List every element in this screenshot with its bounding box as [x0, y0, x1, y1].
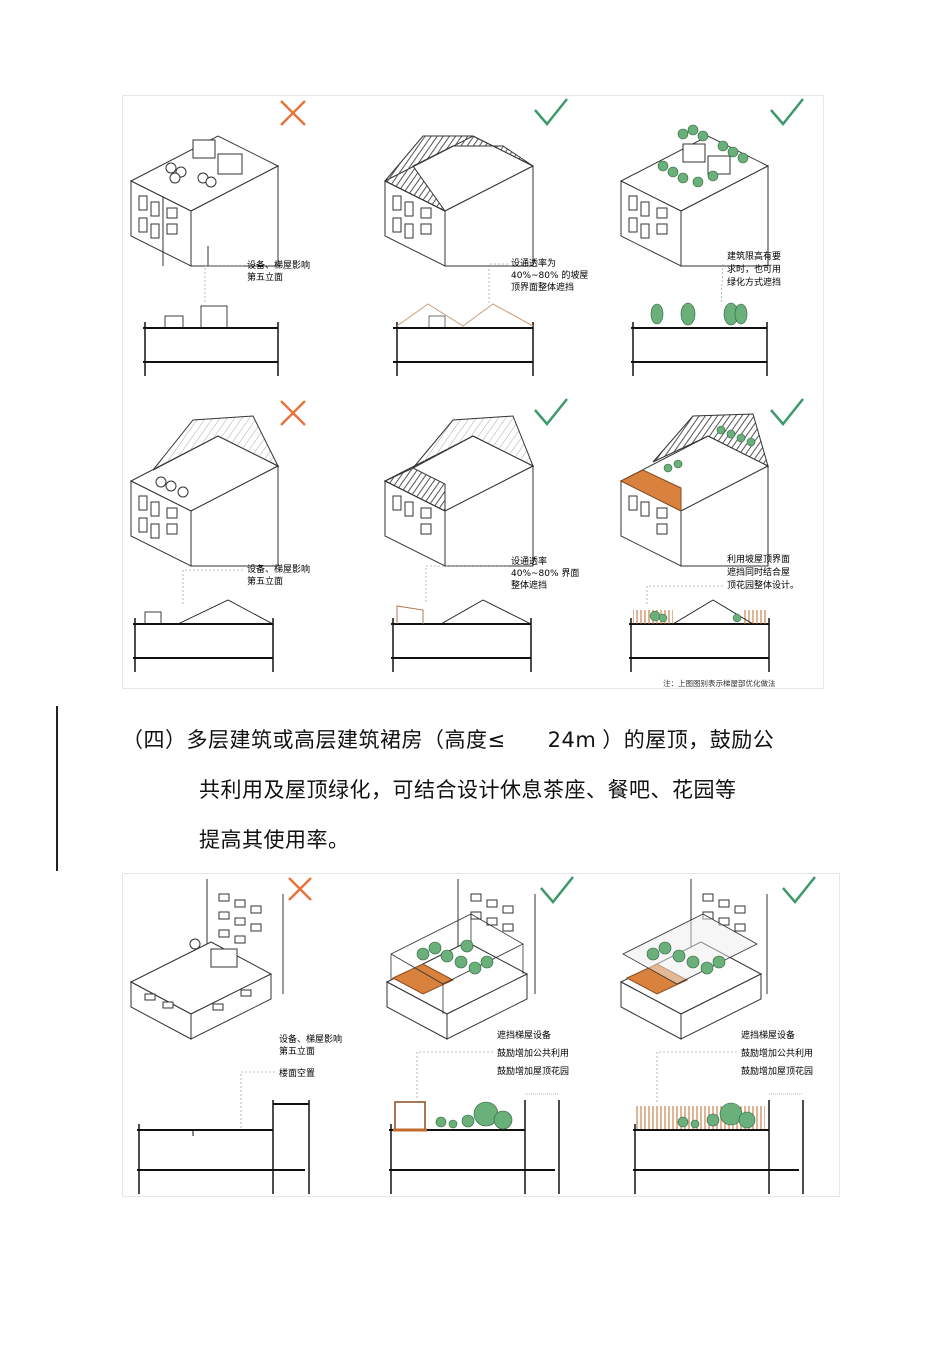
- caption-r2c2-line2: 40%~80% 界面: [511, 568, 579, 579]
- building-pitched-garden: [619, 413, 770, 567]
- caption-r1c3-line1: 建筑限高有要: [727, 250, 781, 262]
- section-pergola-garden: [389, 1093, 560, 1194]
- figure-2-svg: 设备、梯屋影响 第五立面 楼面空置 遮挡梯屋设备 鼓励增加公共利用 鼓励增加: [129, 876, 816, 1194]
- section-pitched-screen: [393, 303, 534, 376]
- section-garden-trees: [649, 610, 742, 623]
- caption-c3-line3: 鼓励增加屋顶花园: [741, 1065, 813, 1077]
- building-plain-equipment: [129, 135, 280, 267]
- caption-r2c2-line1: 设通透率: [511, 555, 547, 567]
- cross-icon: [288, 877, 312, 901]
- check-icon: [534, 398, 568, 426]
- building-pitched-equipment: [129, 415, 280, 567]
- caption-c1-line2: 第五立面: [279, 1045, 315, 1057]
- section-green-roof: [631, 322, 768, 376]
- caption-c2-line2: 鼓励增加公共利用: [497, 1047, 569, 1059]
- caption-c2-line1: 遮挡梯屋设备: [497, 1029, 551, 1041]
- check-icon: [540, 876, 574, 904]
- paragraph-line-1a: （四）多层建筑或高层建筑裙房（高度≤: [122, 728, 506, 752]
- check-icon: [534, 98, 568, 126]
- caption-r1c2-line1: 设通透率为: [511, 257, 556, 269]
- check-icon: [770, 98, 804, 126]
- caption-r2c3-line1: 利用坡屋顶界面: [727, 553, 790, 565]
- section-pitched-garden: [629, 599, 770, 672]
- section-plain-equipment: [143, 305, 279, 376]
- check-icon: [770, 398, 804, 426]
- rooftop-trees: [416, 939, 494, 975]
- figure-1-svg: 设备、梯屋影响 第五立面 设通透率为 40%~80% 的坡屋 顶界面整体遮挡: [129, 98, 804, 688]
- paragraph-line-1c: ）的屋顶，鼓励公: [602, 728, 775, 752]
- garden-trees: [663, 425, 756, 473]
- section-empty-roof: [137, 1100, 310, 1194]
- caption-r2c3-line3: 顶花园整体设计。: [727, 579, 799, 591]
- caption-c1-line3: 楼面空置: [279, 1067, 315, 1079]
- rooftop-trees: [657, 124, 749, 188]
- caption-r2c1-line2: 第五立面: [247, 575, 283, 587]
- caption-r2c3-line2: 遮挡同时结合屋: [727, 566, 790, 578]
- caption-r2c2-line3: 整体遮挡: [511, 579, 547, 591]
- section-trees: [677, 1102, 756, 1129]
- caption-r1c3-line3: 绿化方式遮挡: [727, 276, 781, 288]
- caption-r1c3-line2: 求时，也可用: [727, 263, 781, 275]
- rooftop-trees: [646, 941, 726, 975]
- caption-r1c1-line1: 设备、梯屋影响: [247, 259, 310, 271]
- caption-c2-line3: 鼓励增加屋顶花园: [497, 1065, 569, 1077]
- section-louver-garden: [633, 1093, 804, 1194]
- section-pitched-equipment: [133, 599, 274, 672]
- figure-podium-roof: 设备、梯屋影响 第五立面 楼面空置 遮挡梯屋设备 鼓励增加公共利用 鼓励增加: [122, 873, 840, 1197]
- building-pitched-screen: [383, 135, 535, 267]
- building-pitched-louver: [383, 415, 535, 567]
- figure-note: 注：上图图别表示梯屋部优化做法: [663, 678, 776, 688]
- paragraph-line-1b: 24m: [547, 728, 597, 752]
- section-pitched-louver: [391, 599, 532, 672]
- caption-c3-line1: 遮挡梯屋设备: [741, 1029, 795, 1041]
- podium-empty-roof: [129, 879, 284, 1040]
- caption-r2c1-line1: 设备、梯屋影响: [247, 563, 310, 575]
- caption-r1c1-line2: 第五立面: [247, 271, 283, 283]
- podium-louver-garden: [619, 879, 768, 1040]
- caption-c1-line1: 设备、梯屋影响: [279, 1033, 342, 1045]
- paragraph-line-1: （四）多层建筑或高层建筑裙房（高度≤ 24m）的屋顶，鼓励公: [122, 724, 774, 754]
- caption-r1c2-line3: 顶界面整体遮挡: [511, 281, 574, 293]
- cross-icon: [280, 100, 306, 126]
- section-trees: [650, 302, 748, 326]
- caption-r1c2-line2: 40%~80% 的坡屋: [511, 269, 588, 281]
- check-icon: [782, 876, 816, 904]
- paragraph-line-3: 提高其使用率。: [199, 828, 350, 852]
- figure-rooftop-options: 设备、梯屋影响 第五立面 设通透率为 40%~80% 的坡屋 顶界面整体遮挡: [122, 95, 824, 689]
- section-trees: [435, 1101, 513, 1130]
- paragraph-line-2: 共利用及屋顶绿化，可结合设计休息茶座、餐吧、花园等: [199, 778, 737, 802]
- margin-revision-line: [56, 706, 58, 871]
- cross-icon: [280, 400, 306, 426]
- caption-c3-line2: 鼓励增加公共利用: [741, 1047, 813, 1059]
